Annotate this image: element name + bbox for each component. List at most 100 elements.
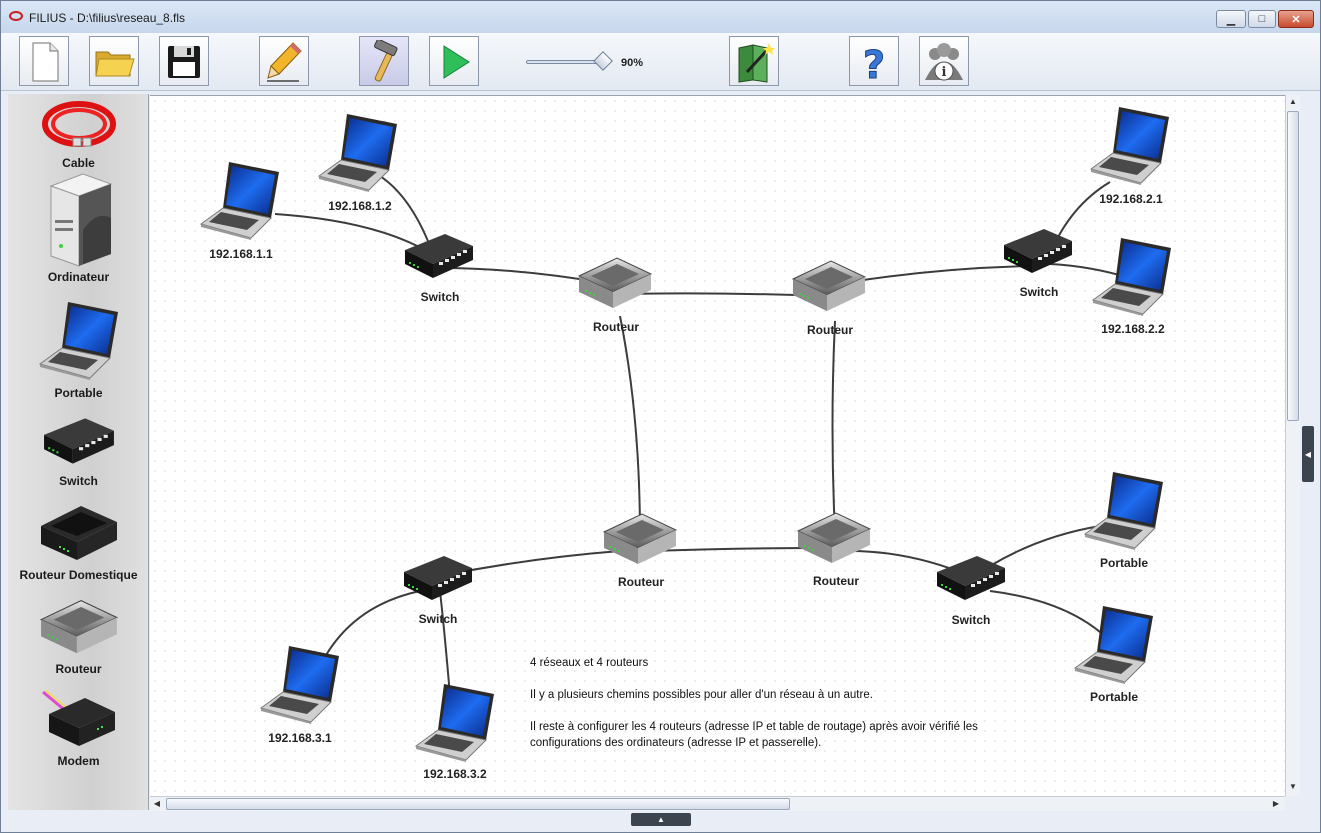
router-4[interactable]	[796, 511, 872, 567]
palette-label-routeur: Routeur	[55, 662, 102, 676]
floppy-disk-icon	[168, 46, 200, 78]
node-label: 192.168.1.2	[328, 199, 392, 213]
scroll-up-arrow[interactable]: ▲	[1289, 97, 1297, 106]
vertical-scroll-thumb[interactable]	[1287, 111, 1299, 421]
note-line: Il reste à configurer les 4 routeurs (ad…	[530, 721, 978, 749]
node-label: 192.168.2.2	[1101, 322, 1165, 336]
switch-3[interactable]	[402, 554, 474, 602]
palette-label-ordinateur: Ordinateur	[47, 270, 110, 284]
node-label: Switch	[951, 613, 991, 627]
home-router-icon	[40, 506, 117, 560]
node-label: Portable	[1089, 690, 1139, 704]
scroll-down-arrow[interactable]: ▼	[1289, 782, 1297, 791]
router-3[interactable]	[602, 512, 678, 568]
zoom-value: 90%	[621, 57, 644, 69]
build-mode-button[interactable]	[359, 36, 409, 86]
text-annotation[interactable]: 4 réseaux et 4 routeurs Il y a plusieurs…	[530, 655, 1050, 767]
question-mark-icon: ?	[862, 43, 885, 85]
svg-text:i: i	[942, 65, 947, 80]
node-label: Switch	[418, 612, 458, 626]
palette-label-modem: Modem	[57, 754, 100, 768]
horizontal-scrollbar[interactable]: ◀ ▶	[150, 796, 1285, 811]
window-title: FILIUS - D:\filius\reseau_8.fls	[29, 11, 186, 25]
new-file-button[interactable]	[19, 36, 69, 86]
design-mode-button[interactable]	[259, 36, 309, 86]
palette-item-cable[interactable]	[8, 98, 149, 154]
cable-link	[619, 315, 641, 537]
close-button[interactable]: ✕	[1278, 10, 1314, 28]
laptop-192-168-2-2[interactable]	[1090, 236, 1174, 316]
node-label: 192.168.3.1	[268, 731, 332, 745]
cable-link	[831, 320, 836, 535]
cable-link	[379, 175, 431, 247]
laptop-icon	[37, 300, 121, 380]
router-1[interactable]	[577, 256, 653, 312]
node-label: Switch	[1019, 285, 1059, 299]
zoom-slider[interactable]	[526, 51, 613, 71]
switch-4[interactable]	[935, 554, 1007, 602]
cable-link	[319, 590, 421, 667]
folder-icon	[95, 51, 135, 77]
palette-item-modem[interactable]	[8, 690, 149, 750]
horizontal-scroll-thumb[interactable]	[166, 798, 790, 810]
palette-item-routeur[interactable]	[8, 598, 149, 658]
minimize-button[interactable]: ▁	[1216, 10, 1246, 28]
laptop-192-168-2-1[interactable]	[1088, 105, 1172, 185]
scroll-right-arrow[interactable]: ▶	[1272, 799, 1280, 808]
node-label: Routeur	[813, 574, 859, 588]
node-label: Routeur	[807, 323, 853, 337]
router-2[interactable]	[791, 259, 867, 315]
cable-link	[989, 525, 1101, 567]
laptop-portable-1[interactable]	[1082, 470, 1166, 550]
palette-label-cable: Cable	[62, 156, 95, 170]
server-icon	[49, 173, 112, 267]
cable-icon	[41, 101, 116, 147]
palette-item-portable[interactable]	[8, 300, 149, 380]
palette-item-switch[interactable]	[8, 416, 149, 466]
scroll-left-arrow[interactable]: ◀	[153, 799, 161, 808]
simulation-mode-button[interactable]	[429, 36, 479, 86]
cable-link	[439, 590, 451, 697]
wizard-button[interactable]	[729, 36, 779, 86]
laptop-192-168-3-1[interactable]	[258, 644, 342, 724]
zoom-slider-thumb[interactable]	[593, 51, 613, 71]
note-line: 4 réseaux et 4 routeurs	[530, 657, 649, 669]
maximize-button[interactable]: □	[1248, 10, 1276, 28]
node-label: Switch	[420, 290, 460, 304]
router-icon	[39, 598, 119, 658]
switch-2[interactable]	[1002, 227, 1074, 275]
component-palette: Cable Ordinateur Portable Switch	[8, 94, 149, 810]
info-group-icon: i	[925, 43, 963, 81]
switch-1[interactable]	[403, 232, 475, 280]
title-bar: FILIUS - D:\filius\reseau_8.fls ▁ □ ✕	[1, 1, 1320, 33]
pencil-icon	[267, 42, 302, 82]
network-canvas[interactable]: 192.168.1.2 192.168.1.1 Switch Routeur R…	[150, 95, 1285, 796]
node-label: Portable	[1099, 556, 1149, 570]
node-label: Routeur	[618, 575, 664, 589]
node-label: 192.168.3.2	[423, 767, 487, 781]
cable-link	[849, 265, 1031, 283]
help-button[interactable]: ?	[849, 36, 899, 86]
play-icon	[443, 45, 470, 79]
vertical-scrollbar[interactable]: ▲ ▼	[1285, 95, 1300, 796]
switch-icon	[42, 416, 116, 466]
palette-label-switch: Switch	[59, 474, 98, 488]
palette-label-portable: Portable	[54, 386, 103, 400]
node-label: Routeur	[593, 320, 639, 334]
save-file-button[interactable]	[159, 36, 209, 86]
laptop-192-168-1-1[interactable]	[198, 160, 282, 240]
modem-icon	[41, 690, 115, 746]
open-file-button[interactable]	[89, 36, 139, 86]
side-panel-toggle[interactable]: ◀	[1302, 426, 1314, 482]
bottom-panel-toggle[interactable]: ▲	[631, 813, 691, 826]
hammer-icon	[374, 40, 398, 82]
about-button[interactable]: i	[919, 36, 969, 86]
laptop-portable-2[interactable]	[1072, 604, 1156, 684]
svg-text:?: ?	[863, 43, 885, 84]
palette-item-ordinateur[interactable]	[8, 170, 149, 270]
laptop-192-168-1-2[interactable]	[316, 112, 400, 192]
palette-item-routeur-domestique[interactable]	[8, 502, 149, 564]
laptop-192-168-3-2[interactable]	[413, 682, 497, 762]
filius-logo-icon	[9, 11, 23, 21]
